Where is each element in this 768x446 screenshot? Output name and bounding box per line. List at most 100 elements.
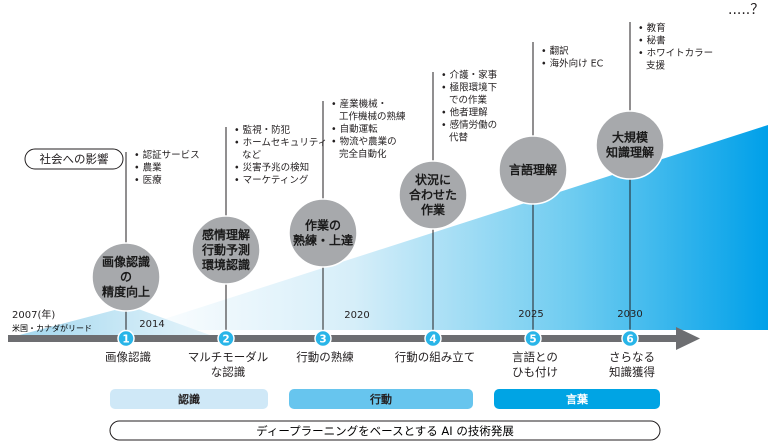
impact-item: • マーケティング: [234, 174, 309, 186]
impact-item: • 農業: [134, 162, 162, 174]
stage-label: さらなる: [609, 350, 655, 364]
milestone-number: 2: [222, 334, 229, 346]
category-bar: [289, 389, 473, 409]
milestone-circle: [91, 242, 161, 312]
milestone-number: 3: [319, 334, 326, 346]
milestone-circle-text: 作業の: [305, 218, 341, 233]
milestone-number-marker: [314, 329, 332, 348]
milestone-year: 2030: [617, 309, 642, 320]
category-bar: [110, 389, 268, 409]
milestone-year: 2020: [344, 310, 369, 321]
milestone-circle-text: 熟練・上達: [293, 233, 353, 248]
impact-item: • ホワイトカラー: [638, 48, 713, 59]
milestone-number: 4: [429, 334, 436, 346]
impact-item: 支援: [646, 60, 666, 72]
impact-item: • ホームセキュリティ: [234, 138, 327, 149]
early-wedge: [8, 306, 218, 338]
milestone-3: • 産業機械・工作機械の熟練• 自動運転• 物流や農業の完全自動化作業の熟練・上…: [288, 98, 406, 364]
impact-label-box: [24, 148, 124, 170]
milestone-year: 2014: [139, 319, 164, 330]
milestone-circle: [498, 135, 568, 205]
impact-item: • 感情労働の: [441, 119, 497, 131]
category-bar: [494, 389, 660, 409]
impact-item: • 教育: [638, 22, 666, 34]
milestone-number: 6: [626, 334, 633, 346]
impact-list: • 認証サービス• 農業• 医療: [134, 149, 200, 186]
start-year: 2007(年): [12, 308, 55, 321]
impact-item: 工作機械の熟練: [339, 111, 406, 123]
category-2: 行動: [289, 389, 473, 409]
impact-item: • 認証サービス: [134, 149, 200, 161]
impact-item: • 翻訳: [541, 45, 569, 57]
milestone-circle: [288, 198, 358, 268]
impact-item: • 医療: [134, 174, 162, 186]
milestone-year: 2025: [518, 309, 543, 320]
impact-item: • 介護・家事: [441, 69, 498, 81]
category-3: 言葉: [494, 389, 660, 409]
impact-item: • 産業機械・: [331, 98, 387, 110]
milestone-circle-text: 精度向上: [102, 284, 150, 299]
start-note: 米国・カナダがリード: [12, 323, 92, 333]
question-marks: .....？: [728, 2, 764, 18]
impact-item: • 海外向け EC: [541, 58, 604, 70]
stage-label: 言語との: [512, 350, 558, 364]
impact-list: • 翻訳• 海外向け EC: [541, 45, 604, 70]
timeline-arrowhead: [676, 327, 700, 350]
impact-item: • 監視・防犯: [234, 124, 291, 136]
category-label: 認識: [178, 392, 200, 406]
milestone-circle-text: 状況に: [415, 172, 451, 187]
milestone-circle: [595, 110, 665, 180]
milestone-circle-text: 合わせた: [409, 187, 457, 202]
milestone-circle-text: の: [120, 270, 132, 284]
milestone-circle: [398, 160, 468, 230]
impact-item: • 自動運転: [331, 123, 378, 135]
milestone-circle-text: 感情理解: [202, 227, 250, 242]
stage-label: 知識獲得: [609, 365, 655, 379]
impact-label: 社会への影響: [40, 152, 109, 166]
stage-label: な認識: [211, 365, 246, 379]
growth-wedge: [130, 125, 768, 330]
milestone-circle-text: 画像認識: [102, 254, 150, 269]
impact-item: での作業: [449, 94, 488, 106]
stage-label: 行動の組み立て: [395, 350, 476, 364]
milestone-circle-text: 環境認識: [202, 257, 250, 272]
milestone-circle: [191, 215, 261, 285]
impact-item: • 秘書: [638, 35, 666, 47]
stage-label: ひも付け: [512, 365, 558, 379]
milestone-number-marker: [217, 329, 235, 348]
milestone-circle-text: 行動予測: [201, 242, 250, 257]
category-1: 認識: [110, 389, 268, 409]
milestone-number-marker: [424, 329, 442, 348]
footer-box: [109, 420, 661, 441]
timeline-bar: [8, 335, 680, 342]
impact-item: • 他者理解: [441, 107, 488, 119]
milestone-number: 1: [122, 334, 129, 346]
milestone-number-marker: [524, 329, 542, 348]
impact-item: • 災害予兆の検知: [234, 162, 309, 174]
impact-item: • 物流や農業の: [331, 136, 397, 148]
milestone-circle-text: 作業: [421, 202, 446, 217]
milestone-number-marker: [117, 329, 135, 348]
impact-item: • 極限環境下: [441, 82, 497, 94]
stage-label: 行動の熟練: [296, 350, 354, 364]
milestone-number: 5: [529, 334, 536, 346]
category-label: 言葉: [566, 392, 589, 406]
stage-label: 画像認識: [105, 350, 151, 364]
milestone-circle-text: 知識理解: [605, 145, 654, 160]
impact-item: など: [242, 150, 262, 161]
impact-item: 代替: [449, 132, 469, 144]
footer-text: ディープラーニングをベースとする AI の技術発展: [256, 424, 514, 438]
stage-label: マルチモーダル: [188, 350, 269, 364]
milestone-number-marker: [621, 329, 639, 348]
milestone-circle-text: 大規模: [612, 130, 649, 145]
